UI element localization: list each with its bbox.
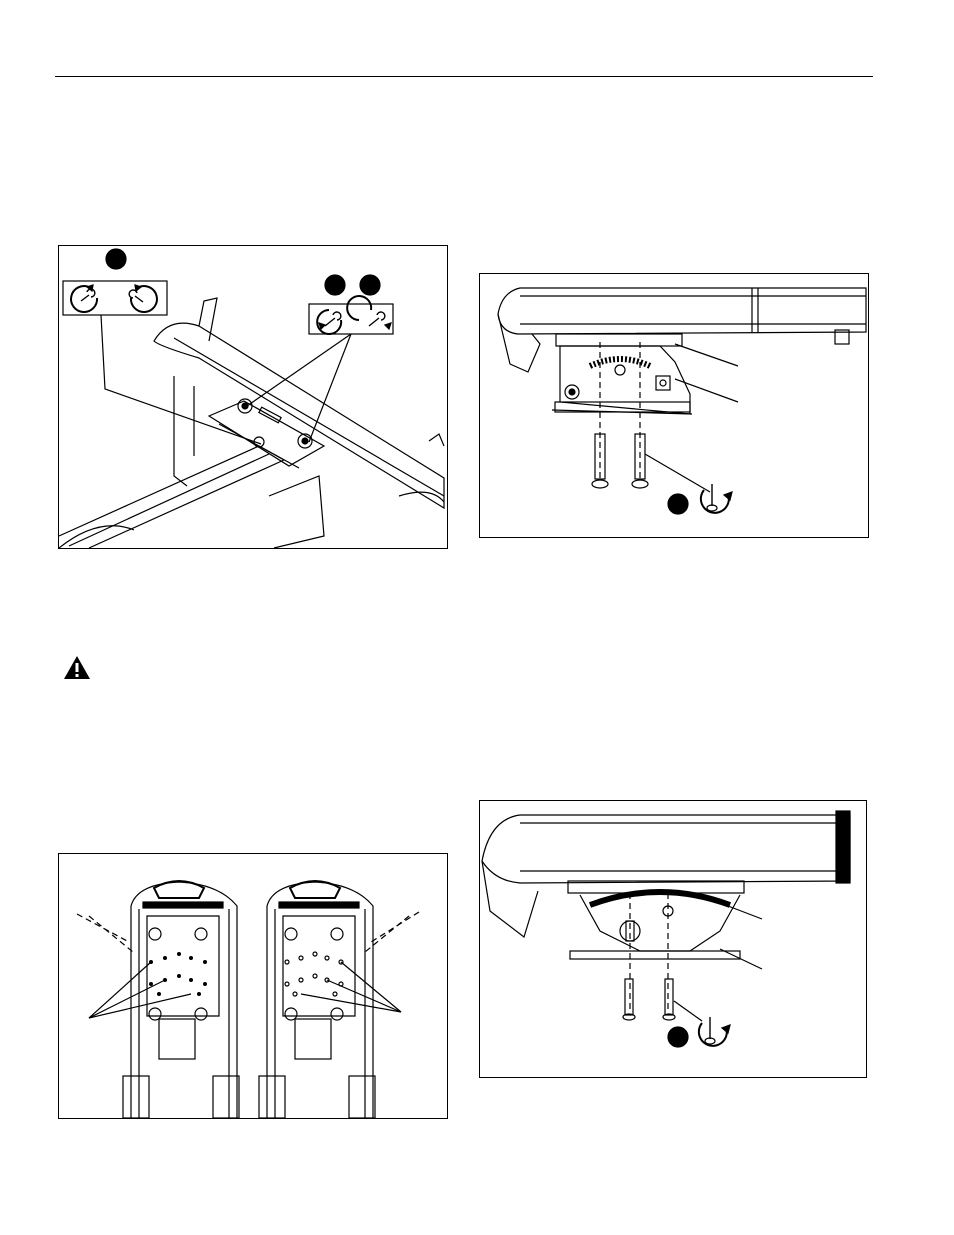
wrench-tighten-icon (129, 285, 157, 312)
mounting-plate-left (77, 881, 239, 1118)
header-rule (55, 76, 873, 77)
figure-interface-rotated (479, 800, 867, 1078)
figure-interface-side (479, 273, 869, 538)
figure-bracket-rail (58, 245, 448, 549)
step-marker-icon (325, 275, 345, 295)
interface-rotated-drawing (480, 801, 866, 1077)
mounting-plate-right (259, 881, 419, 1118)
bracket-rail-drawing (59, 246, 447, 548)
figure-hole-patterns (58, 853, 448, 1119)
wrench-loosen-icon (317, 310, 341, 334)
step-marker-icon (668, 494, 688, 514)
warning-triangle-icon (63, 655, 91, 680)
wrench-tighten-icon (347, 296, 391, 329)
hole-patterns-drawing (59, 854, 447, 1118)
screwdriver-tighten-icon (699, 1017, 730, 1046)
step-marker-icon (106, 249, 126, 269)
interface-side-drawing (480, 274, 868, 537)
step-marker-icon (668, 1027, 688, 1047)
wrench-icon-box (309, 304, 393, 334)
screwdriver-tighten-icon (701, 484, 732, 513)
wrench-loosen-icon (71, 285, 97, 312)
step-marker-icon (360, 275, 380, 295)
